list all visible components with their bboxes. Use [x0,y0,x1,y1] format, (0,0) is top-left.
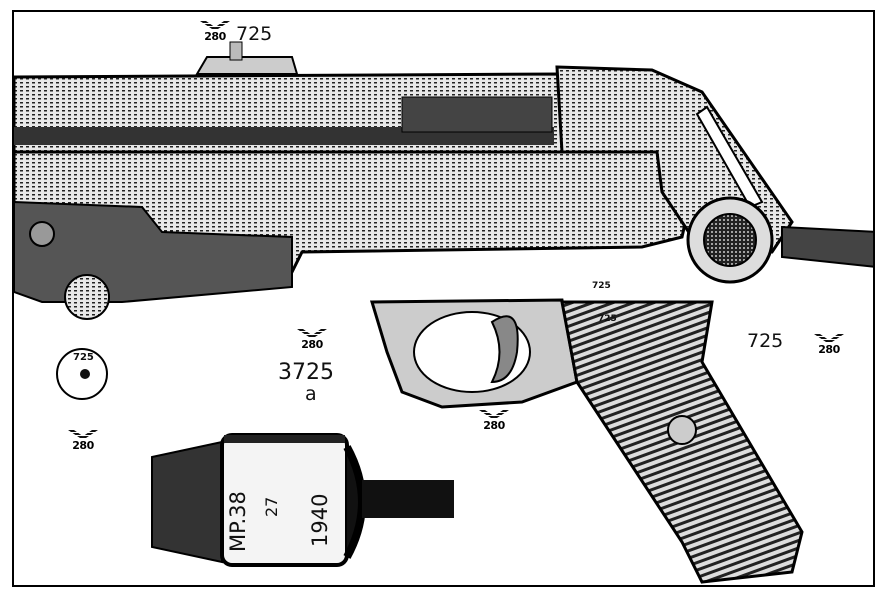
grip-screw [667,415,697,445]
disc-number: 725 [73,352,94,363]
rear-sight [195,56,299,75]
eagle-number: 280 [301,338,323,351]
top-number: 725 [236,23,273,45]
eagle-icon [814,334,844,343]
stock-arm [781,225,873,268]
right-number: 725 [747,330,784,352]
eagle-stamp-trigger: 280 [479,410,509,432]
eagle-stamp-right: 280 [814,334,844,356]
eagle-stamp-left: 280 [68,430,98,452]
eagle-number: 280 [818,343,840,356]
eagle-number: 280 [204,30,226,43]
center-suffix: a [305,383,317,405]
trigger [490,315,519,384]
eagle-icon [479,410,509,419]
eagle-stamp-center: 280 [297,329,327,351]
mp38-drawing [14,41,873,584]
bolt-model: MP.38 [226,491,250,552]
eagle-number: 280 [72,439,94,452]
center-serial: 3725 [278,360,334,385]
receiver [14,41,564,159]
eagle-icon [200,21,230,30]
bolt-detail [151,433,454,567]
eagle-icon [68,430,98,439]
eagle-icon [297,329,327,338]
eagle-stamp-top: 280 [200,21,230,43]
magazine-release [64,274,110,320]
eagle-number: 280 [483,419,505,432]
illustration-frame: 280 725 280 725 280 3725 a 280 280 725 7… [12,10,875,587]
bolt-code: 27 [262,496,281,517]
bolt-year: 1940 [308,493,332,547]
bolt-slot [401,96,553,133]
receiver-number-2: 725 [598,314,617,324]
receiver-number-1: 725 [592,281,611,291]
